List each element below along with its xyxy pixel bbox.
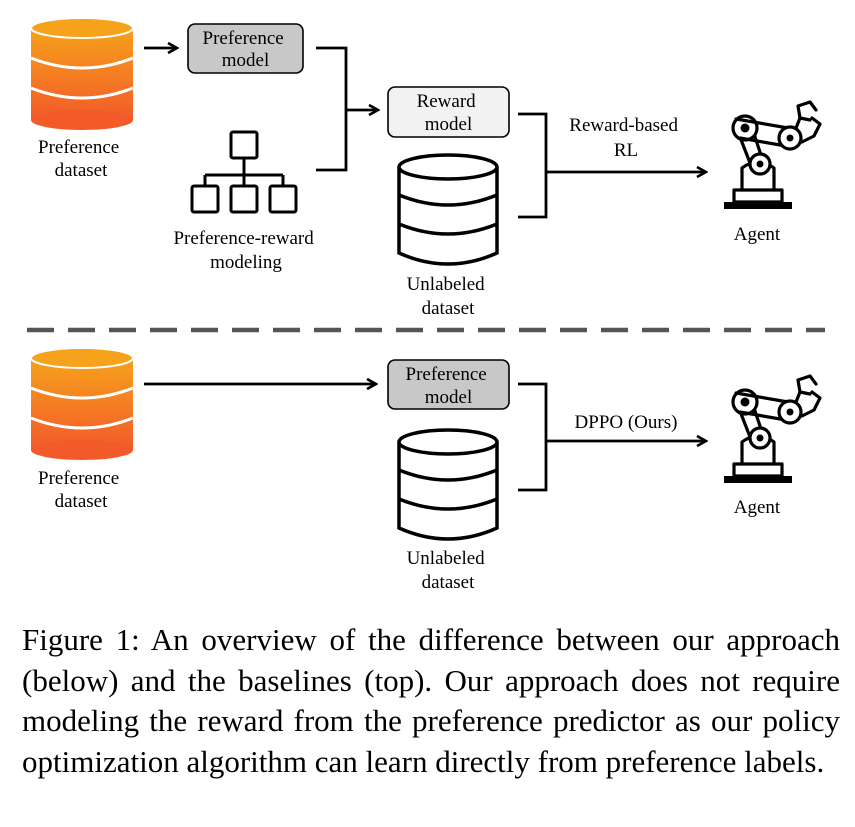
figure-caption: Figure 1: An overview of the difference … [22,622,840,779]
preference-dataset-label: Preference dataset [38,468,124,512]
preference-dataset-database-icon [29,16,135,132]
preference-model-box [387,359,510,410]
reward-model-label: Reward model [417,91,481,135]
agent-label: Agent [734,224,781,245]
preference-model-box [187,23,304,74]
unlabeled-dataset-database-icon [397,153,499,266]
overview-diagram: Preference dataset Preference model Pref… [27,16,825,593]
preference-dataset-database-icon [29,346,135,462]
agent-label: Agent [734,497,781,518]
dppo-label: DPPO (Ours) [575,412,678,433]
preference-model-label: Preference model [406,364,492,408]
unlabeled-dataset-label: Unlabeled dataset [407,274,490,319]
robot-arm-icon [722,100,822,211]
bracket-reward-model-and-unlabeled [518,112,548,219]
unlabeled-dataset-database-icon [397,428,499,541]
reward-based-rl-label: Reward-based RL [569,115,682,161]
preference-model-label: Preference model [203,28,289,71]
robot-arm-icon [722,374,822,485]
hierarchy-icon [190,130,298,214]
preference-dataset-label: Preference dataset [38,137,124,181]
preference-reward-modeling-label: Preference-reward modeling [173,228,318,273]
unlabeled-dataset-label: Unlabeled dataset [407,548,490,593]
bracket-preference-model-and-modeling [316,46,348,172]
reward-model-box [387,86,510,138]
bracket-preference-model-and-unlabeled [518,382,548,492]
